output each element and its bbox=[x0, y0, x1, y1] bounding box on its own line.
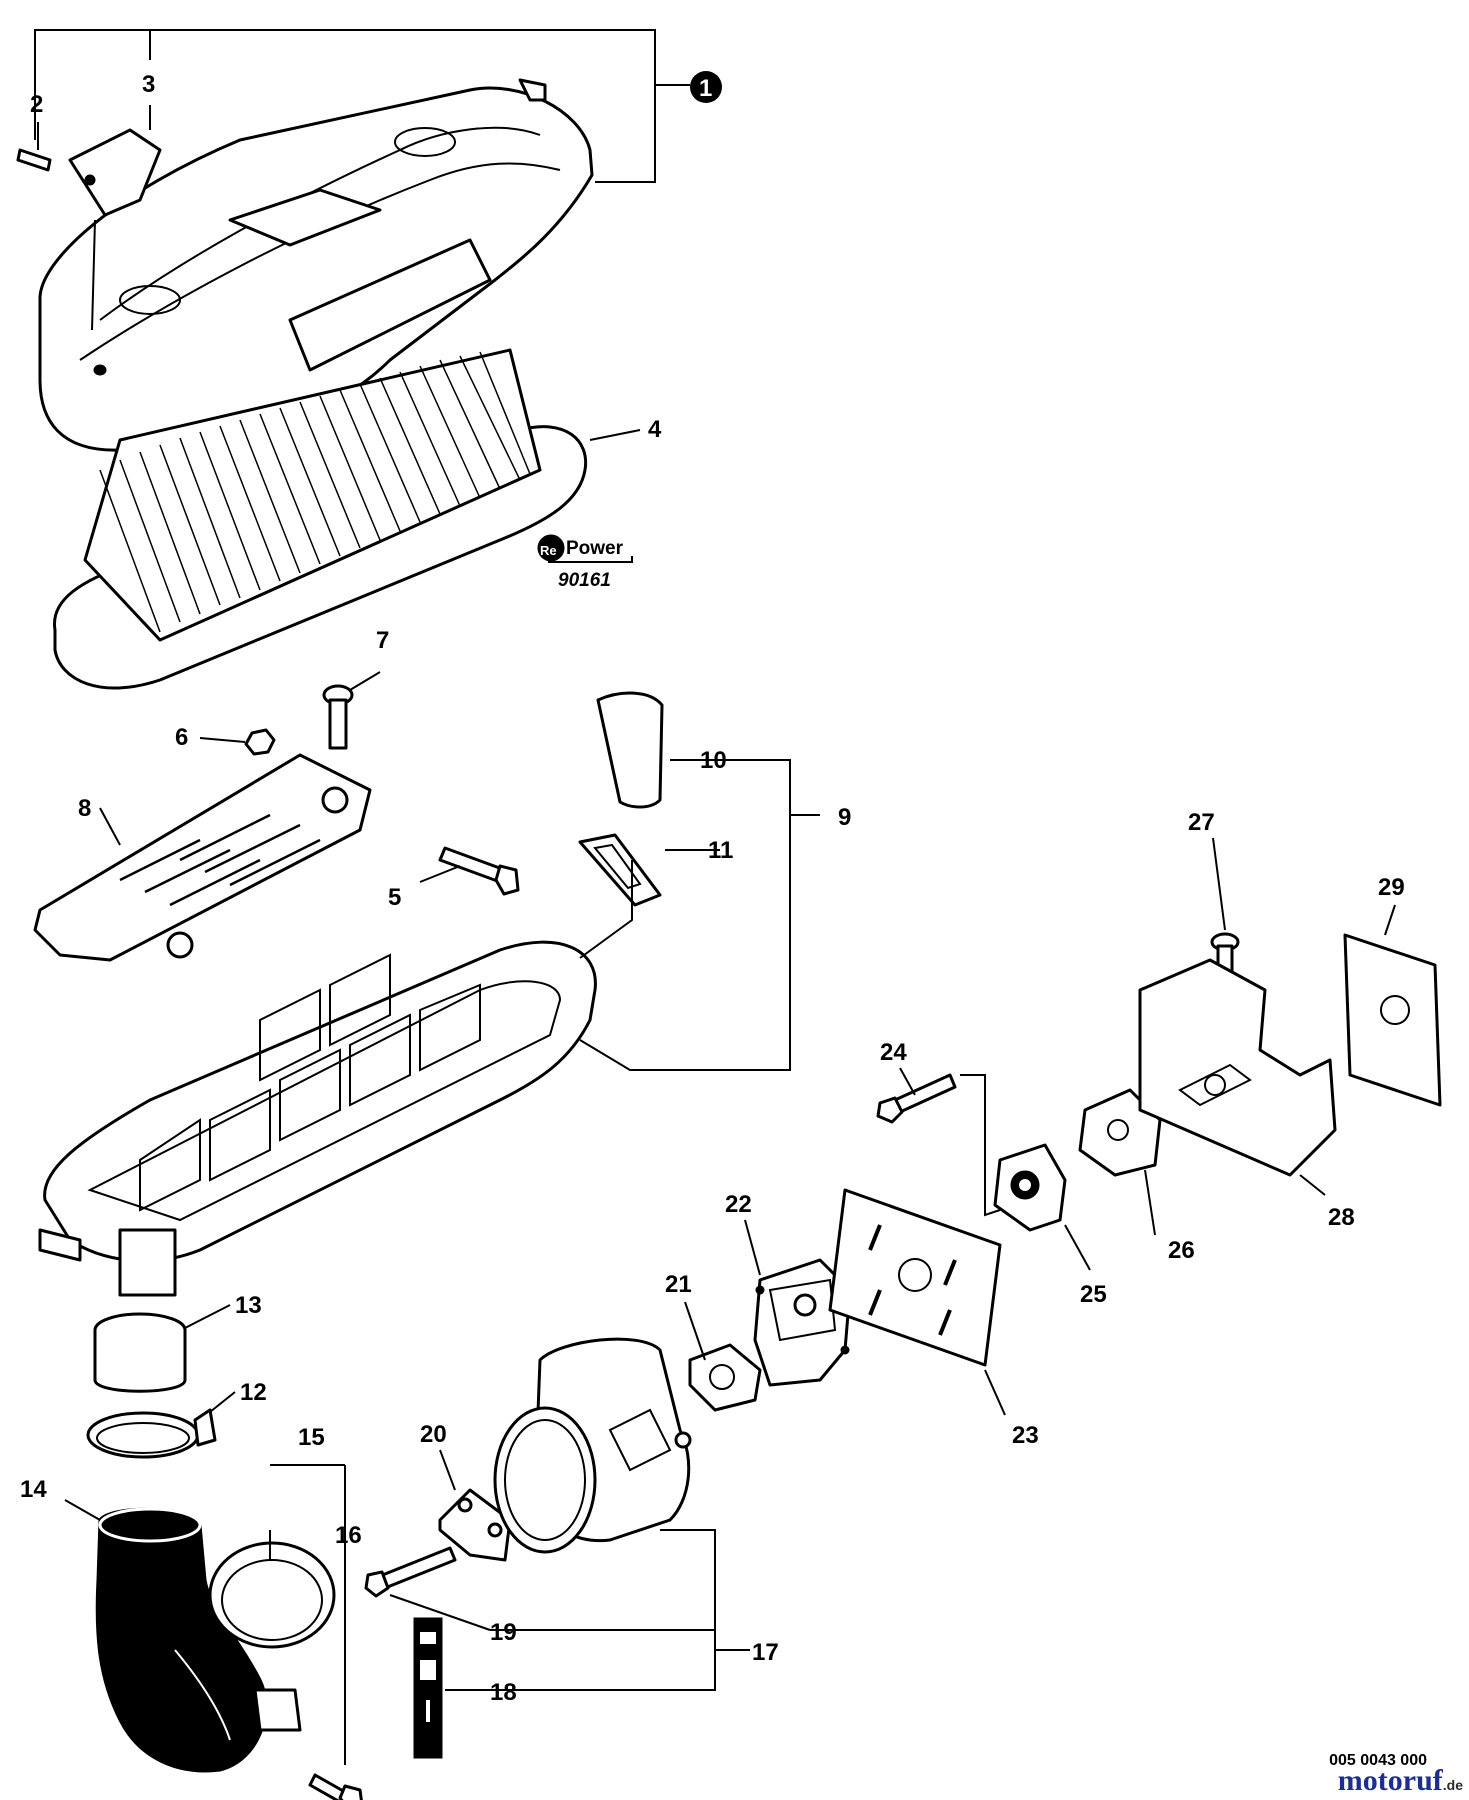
callout-19: 19 bbox=[490, 1619, 517, 1646]
callout-23: 23 bbox=[1012, 1422, 1039, 1449]
callout-20: 20 bbox=[420, 1421, 447, 1448]
repower-part-number: 90161 bbox=[558, 570, 611, 591]
carb-bracket bbox=[438, 1488, 512, 1562]
hex-nut bbox=[244, 728, 276, 756]
callout-22: 22 bbox=[725, 1191, 752, 1218]
air-cleaner-case bbox=[38, 940, 597, 1297]
callout-15: 15 bbox=[298, 1424, 325, 1451]
callout-10: 10 bbox=[700, 747, 727, 774]
carburetor bbox=[753, 1258, 852, 1387]
callout-12: 12 bbox=[240, 1379, 267, 1406]
screw-top bbox=[322, 684, 354, 750]
intake-spacer bbox=[993, 1143, 1067, 1232]
callout-1-badge bbox=[690, 71, 722, 103]
long-bolt bbox=[438, 846, 520, 896]
callout-14: 14 bbox=[20, 1476, 47, 1503]
callout-6: 6 bbox=[175, 724, 188, 751]
small-gasket bbox=[688, 1343, 762, 1412]
brand-tld: .de bbox=[1442, 1777, 1463, 1793]
callout-28: 28 bbox=[1328, 1204, 1355, 1231]
callout-16: 16 bbox=[335, 1522, 362, 1549]
warning-label bbox=[413, 1617, 443, 1759]
callout-29: 29 bbox=[1378, 874, 1405, 901]
clamp-screw bbox=[308, 1773, 363, 1800]
callout-27: 27 bbox=[1188, 809, 1215, 836]
brand-watermark[interactable]: motoruf.de bbox=[1338, 1764, 1463, 1798]
callout-3: 3 bbox=[142, 71, 155, 98]
mounting-bolt bbox=[876, 1073, 957, 1124]
repower-logo-word: Power bbox=[566, 538, 624, 559]
heat-shield bbox=[1138, 958, 1337, 1177]
carb-adaptor bbox=[493, 1337, 692, 1554]
callout-13: 13 bbox=[235, 1292, 262, 1319]
callout-7: 7 bbox=[376, 627, 389, 654]
callout-17: 17 bbox=[752, 1639, 779, 1666]
callout-24: 24 bbox=[880, 1039, 907, 1066]
air-filter-element bbox=[52, 348, 588, 690]
sleeve bbox=[93, 1312, 187, 1393]
callout-4: 4 bbox=[648, 416, 662, 443]
callout-2: 2 bbox=[30, 91, 43, 118]
callout-18: 18 bbox=[490, 1679, 517, 1706]
hose-clamp bbox=[86, 1408, 217, 1459]
insulator-plate bbox=[828, 1188, 1002, 1367]
callout-9: 9 bbox=[838, 804, 851, 831]
callout-5: 5 bbox=[388, 884, 401, 911]
callout-26: 26 bbox=[1168, 1237, 1195, 1264]
repower-logo: Re Power 90161 bbox=[537, 534, 633, 591]
cover-latch-clip bbox=[68, 128, 162, 217]
callout-8: 8 bbox=[78, 795, 91, 822]
callout-labels: 1 2 3 4 5 6 7 8 9 10 11 12 13 14 15 16 1… bbox=[20, 71, 1405, 1706]
leader-lines bbox=[34, 29, 1396, 1765]
diagram-code: 005 0043 000 bbox=[1329, 1752, 1427, 1769]
repower-logo-mark: Re bbox=[540, 543, 557, 558]
callout-25: 25 bbox=[1080, 1281, 1107, 1308]
callout-21: 21 bbox=[665, 1271, 692, 1298]
filter-pleats bbox=[99, 351, 531, 633]
band-clamp bbox=[208, 1541, 336, 1732]
brand-name: motoruf bbox=[1337, 1764, 1443, 1797]
long-screw bbox=[364, 1546, 457, 1598]
callout-11: 11 bbox=[708, 837, 733, 864]
grommet bbox=[578, 833, 662, 907]
cylinder-gasket bbox=[1343, 933, 1442, 1107]
intake-elbow bbox=[95, 1507, 268, 1773]
callout-1: 1 bbox=[699, 75, 712, 102]
filter-holder-plate bbox=[33, 753, 372, 962]
seal-ring bbox=[596, 691, 664, 809]
latch-pin bbox=[16, 148, 52, 172]
